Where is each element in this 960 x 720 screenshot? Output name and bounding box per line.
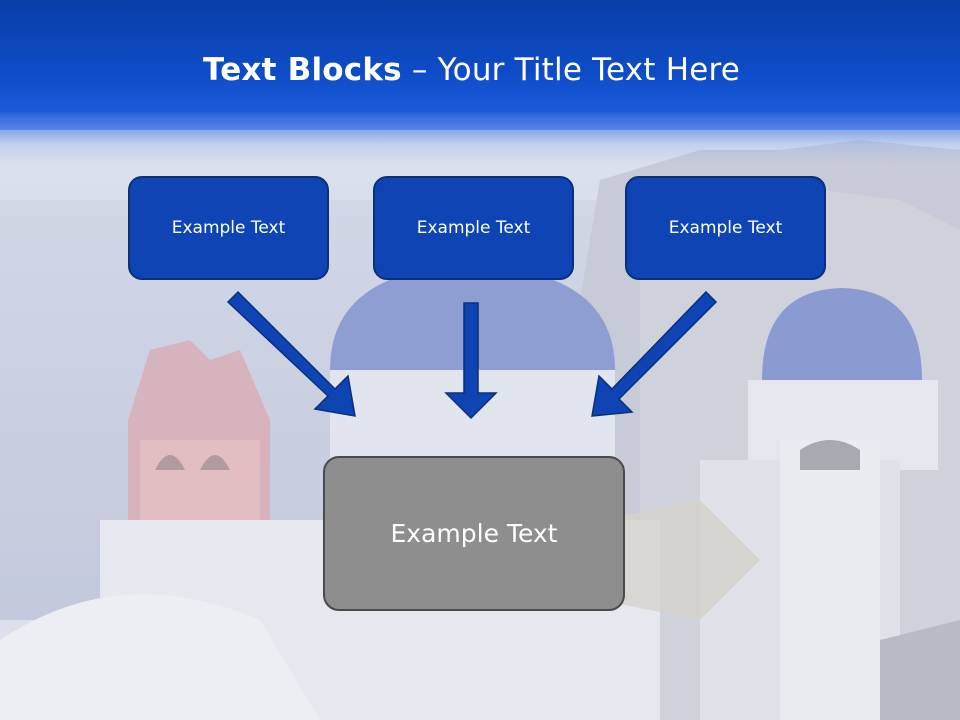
target-block[interactable]: Example Text [323, 456, 625, 611]
text-block-1[interactable]: Example Text [128, 176, 329, 280]
title-rest: Your Title Text Here [437, 52, 741, 88]
title-bold-part: Text Blocks [202, 52, 402, 88]
text-block-3[interactable]: Example Text [625, 176, 826, 280]
text-block-2[interactable]: Example Text [373, 176, 574, 280]
slide-title: Text Blocks – Your Title Text Here [0, 52, 943, 88]
title-bar [0, 0, 960, 130]
title-separator: – [401, 52, 438, 88]
text-block-1-label: Example Text [171, 218, 286, 238]
title-bar-fade [0, 120, 960, 165]
text-block-2-label: Example Text [416, 218, 531, 238]
text-block-3-label: Example Text [668, 218, 783, 238]
target-block-label: Example Text [390, 519, 558, 548]
